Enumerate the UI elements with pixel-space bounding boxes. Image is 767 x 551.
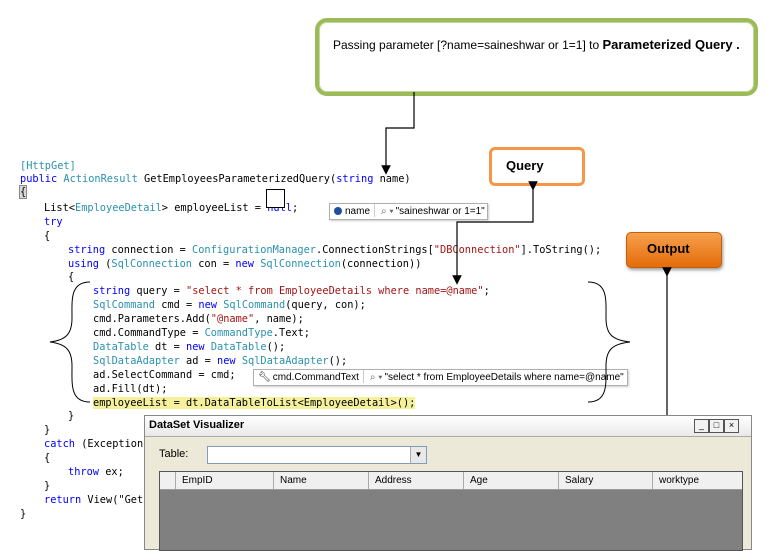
visualizer-titlebar[interactable]: DataSet Visualizer _ □ × [145, 416, 751, 437]
chevron-down-icon[interactable]: ▼ [410, 447, 426, 463]
visualizer-title: DataSet Visualizer [149, 419, 245, 431]
code-line-20: } [44, 424, 51, 436]
right-brace [587, 281, 631, 403]
code-line-22: { [44, 452, 51, 464]
column-header-worktype[interactable]: worktype [659, 475, 700, 486]
close-button[interactable]: × [724, 419, 739, 433]
column-header-name[interactable]: Name [274, 472, 369, 489]
code-line-5: try [44, 216, 63, 228]
grid-header: EmpID Name Address Age Salary worktype [160, 472, 742, 490]
magnifier-icon[interactable]: ⌕ ▾ [369, 372, 383, 383]
table-label: Table: [159, 448, 189, 460]
output-label-box: Output [626, 232, 722, 268]
query-label: Query [506, 158, 544, 173]
code-line-21: catch (Exception [44, 438, 144, 450]
datatip-name-var: name [345, 206, 371, 217]
column-header-age[interactable]: Age [464, 472, 559, 489]
row-header-corner [160, 472, 176, 489]
code-line-8: using (SqlConnection con = new SqlConnec… [68, 258, 422, 270]
wrench-icon: 🔧︎ [258, 372, 271, 383]
code-line-9: { [68, 271, 75, 283]
datatip-commandtext[interactable]: 🔧︎cmd.CommandText ⌕ ▾"select * from Emplo… [253, 369, 628, 386]
code-line-3: { [18, 185, 28, 199]
code-line-2: public ActionResult GetEmployeesParamete… [20, 173, 411, 185]
magnifier-icon[interactable]: ⌕ ▾ [381, 206, 394, 217]
code-line-17: ad.Fill(dt); [93, 383, 168, 395]
minimize-button[interactable]: _ [694, 419, 709, 433]
code-line-11: SqlCommand cmd = new SqlCommand(query, c… [93, 299, 366, 311]
datatip-name-value: "saineshwar or 1=1" [395, 206, 485, 217]
code-line-23: throw ex; [68, 466, 124, 478]
column-header-salary[interactable]: Salary [559, 472, 653, 489]
code-line-14: DataTable dt = new DataTable(); [93, 341, 286, 353]
column-header-empid[interactable]: EmpID [176, 472, 274, 489]
table-select[interactable]: ▼ [207, 446, 427, 464]
code-line-19: } [68, 410, 75, 422]
query-label-box: Query [489, 147, 585, 186]
empty-square-marker [266, 189, 285, 208]
datatip-name[interactable]: name ⌕ ▾"saineshwar or 1=1" [329, 203, 489, 220]
dataset-visualizer-window: DataSet Visualizer _ □ × Table: ▼ EmpID … [144, 415, 752, 551]
code-line-12: cmd.Parameters.Add("@name", name); [93, 313, 304, 325]
code-line-13: cmd.CommandType = CommandType.Text; [93, 327, 310, 339]
column-header-address[interactable]: Address [369, 472, 464, 489]
code-line-15: SqlDataAdapter ad = new SqlDataAdapter()… [93, 355, 348, 367]
datatip-cmd-var: cmd.CommandText [272, 372, 359, 383]
data-grid[interactable]: EmpID Name Address Age Salary worktype [159, 471, 743, 551]
code-line-18-highlighted: employeeList = dt.DataTableToList<Employ… [93, 397, 416, 409]
variable-icon [334, 207, 342, 215]
code-line-16: ad.SelectCommand = cmd; [93, 369, 236, 381]
datatip-cmd-value: "select * from EmployeeDetails where nam… [384, 372, 624, 383]
maximize-button[interactable]: □ [709, 419, 724, 433]
callout-box: Passing parameter [?name=saineshwar or 1… [315, 18, 758, 96]
code-line-1: [HttpGet] [20, 160, 76, 172]
arrow-query-to-sql [452, 181, 538, 285]
left-brace [49, 281, 91, 403]
code-line-6: { [44, 230, 51, 242]
callout-text-plain: Passing parameter [?name=saineshwar or 1… [333, 38, 603, 52]
arrow-callout-to-param [381, 92, 415, 175]
code-line-10: string query = "select * from EmployeeDe… [93, 285, 490, 297]
code-line-24: } [44, 480, 51, 492]
code-line-25: return View("GetE [44, 494, 150, 506]
code-line-26: } [20, 508, 27, 520]
output-label: Output [647, 241, 690, 256]
callout-text-bold: Parameterized Query . [602, 37, 740, 52]
callout-text: Passing parameter [?name=saineshwar or 1… [333, 36, 743, 54]
